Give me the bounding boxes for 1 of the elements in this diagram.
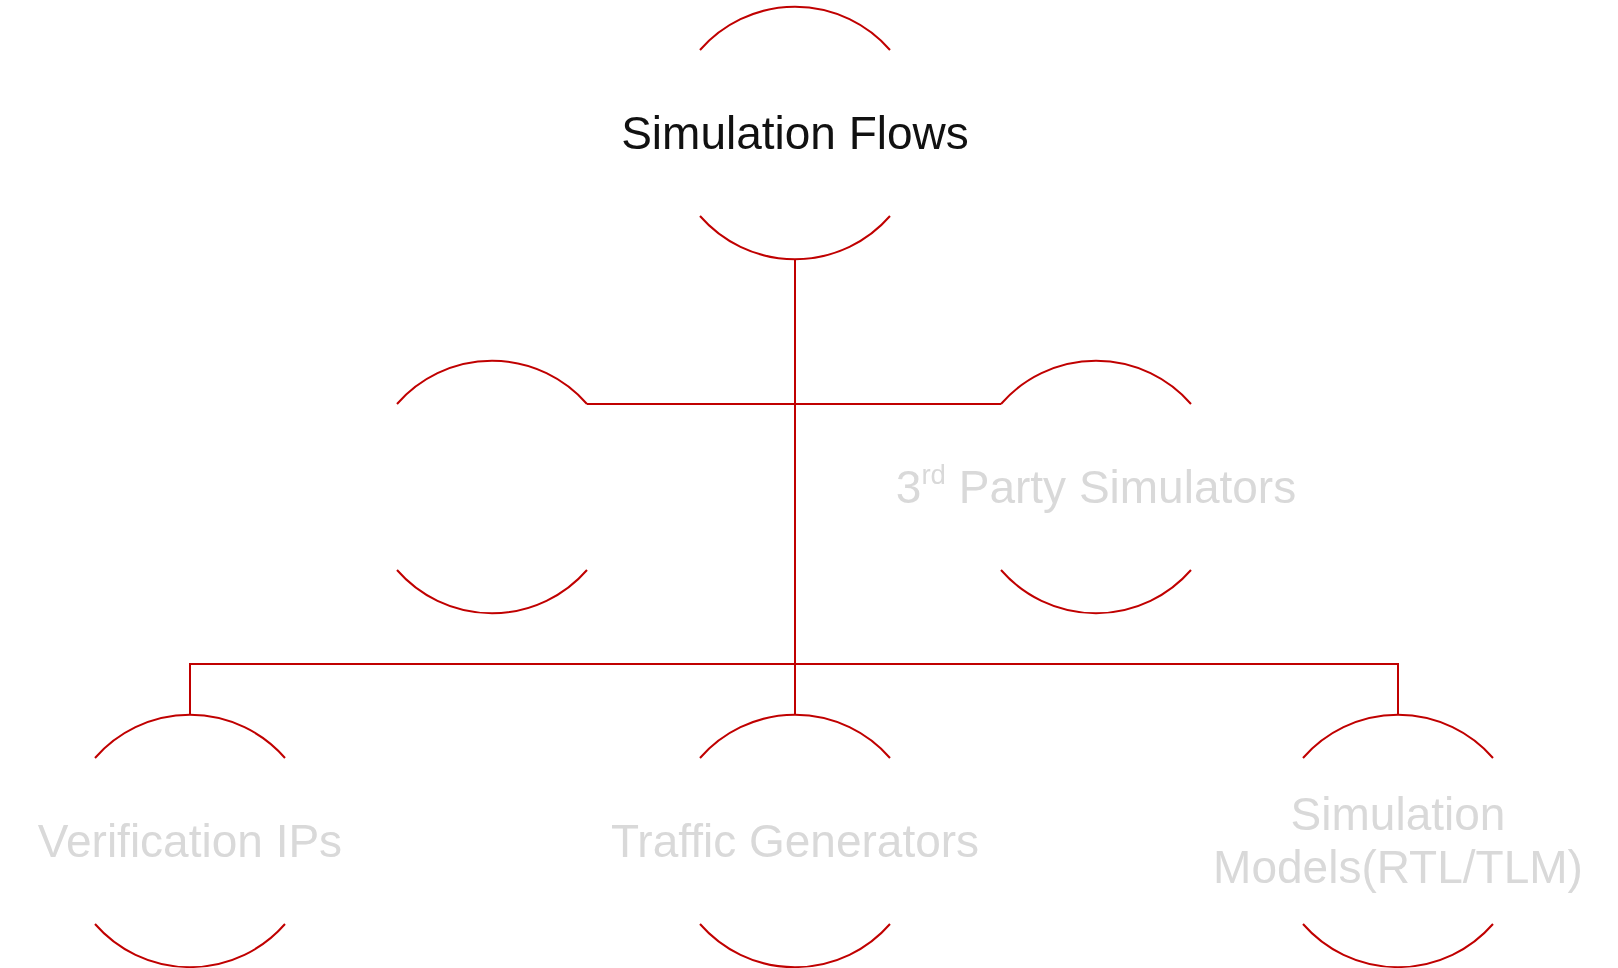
node-label: Simulation Flows [621, 106, 969, 160]
